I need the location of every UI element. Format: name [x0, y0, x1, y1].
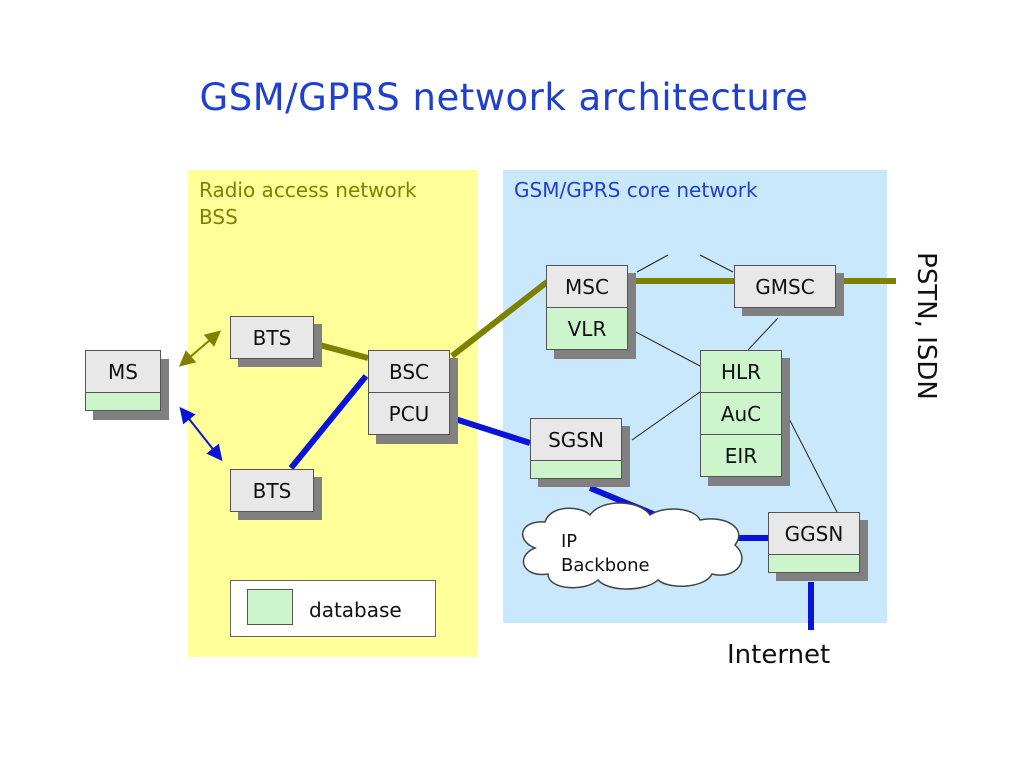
- core-network-label: GSM/GPRS core network: [514, 178, 758, 202]
- bts-bottom-cell: BTS: [230, 469, 314, 512]
- ip-backbone-label: IP Backbone: [561, 530, 650, 578]
- ggsn-cell: GGSN: [768, 512, 860, 555]
- pstn-isdn-label: PSTN, ISDN: [911, 252, 941, 400]
- signal-msc-up: [636, 254, 669, 273]
- sgsn-cell: SGSN: [530, 418, 622, 461]
- link-bsc-msc: [450, 279, 549, 359]
- ran-label-line1: Radio access network: [199, 178, 417, 202]
- signal-gmsc-hlr: [747, 317, 779, 351]
- link-bts-top-bsc: [315, 341, 369, 361]
- signal-hlr-ggsn: [781, 404, 839, 515]
- sgsn-database-cell: [530, 460, 622, 479]
- pcu-cell: PCU: [368, 392, 450, 435]
- eir-cell: EIR: [700, 434, 782, 477]
- ms-cell: MS: [85, 350, 161, 393]
- link-pcu-sgsn: [451, 415, 531, 446]
- hlr-cell: HLR: [700, 350, 782, 393]
- legend-database-label: database: [309, 598, 402, 622]
- radio-link-bottom: [179, 406, 223, 462]
- link-bts-bottom-bsc: [288, 374, 369, 470]
- ran-label-line2: BSS: [199, 205, 238, 229]
- msc-cell: MSC: [546, 265, 628, 308]
- ggsn-database-cell: [768, 554, 860, 573]
- signal-sgsn-hlr: [631, 391, 701, 441]
- radio-link-top: [178, 330, 222, 367]
- ip-backbone-line1: IP: [561, 531, 578, 552]
- page-title: GSM/GPRS network architecture: [199, 76, 809, 119]
- ms-database-cell: [85, 392, 161, 411]
- ran-label: Radio access network BSS: [199, 177, 417, 231]
- legend-database-swatch: [247, 589, 293, 625]
- ip-backbone-line2: Backbone: [561, 555, 650, 576]
- auc-cell: AuC: [700, 392, 782, 435]
- vlr-cell: VLR: [546, 307, 628, 350]
- gmsc-cell: GMSC: [734, 265, 836, 308]
- ip-backbone-cloud: [521, 502, 743, 590]
- bsc-cell: BSC: [368, 350, 450, 393]
- bts-top-cell: BTS: [230, 316, 314, 359]
- legend: database: [230, 580, 436, 637]
- internet-label: Internet: [727, 640, 831, 670]
- signal-vlr-hlr: [631, 329, 701, 367]
- signal-gmsc-up: [699, 254, 734, 273]
